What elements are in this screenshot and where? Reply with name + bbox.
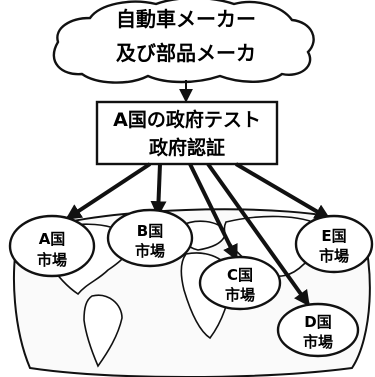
market-e-label-line2: 市場 <box>319 247 349 265</box>
market-c: C国 市場 <box>198 255 282 311</box>
market-b-label-line2: 市場 <box>135 242 165 260</box>
market-b-ellipse <box>106 208 194 268</box>
distribution-arrows <box>65 162 331 307</box>
arrow-to-market-e <box>234 162 331 220</box>
market-d-label-line2: 市場 <box>303 333 333 351</box>
authority-box <box>95 100 279 166</box>
authority-node: A国の政府テスト 政府認証 <box>95 100 279 166</box>
authority-label-line2: 政府認証 <box>149 136 225 159</box>
market-a: A国 市場 <box>8 214 96 278</box>
market-c-label-line2: 市場 <box>225 286 255 304</box>
arrow-to-market-c <box>188 163 238 261</box>
market-e-label-line1: E国 <box>321 227 346 245</box>
market-e: E国 市場 <box>294 214 374 274</box>
market-a-label-line1: A国 <box>39 230 66 248</box>
market-e-ellipse <box>294 214 374 274</box>
market-d: D国 市場 <box>276 302 360 358</box>
market-a-ellipse <box>8 214 96 278</box>
authority-label-line1: A国の政府テスト <box>113 108 261 131</box>
manufacturer-cloud <box>52 0 315 84</box>
market-c-label-line1: C国 <box>227 266 253 284</box>
arrow-to-market-d <box>206 162 310 307</box>
manufacturer-label-line1: 自動車メーカー <box>116 7 256 31</box>
market-b-label-line1: B国 <box>137 222 163 240</box>
market-c-ellipse <box>198 255 282 311</box>
market-d-label-line1: D国 <box>304 313 331 331</box>
continent-south-america <box>83 294 123 368</box>
arrow-to-market-b <box>150 163 167 218</box>
manufacturer-label-line2: 及び部品メーカ <box>116 41 256 65</box>
market-b: B国 市場 <box>106 208 194 268</box>
arrow-to-market-a <box>65 162 152 220</box>
manufacturer-node: 自動車メーカー 及び部品メーカ <box>52 0 315 84</box>
market-d-ellipse <box>276 302 360 358</box>
market-a-label-line2: 市場 <box>37 251 67 269</box>
